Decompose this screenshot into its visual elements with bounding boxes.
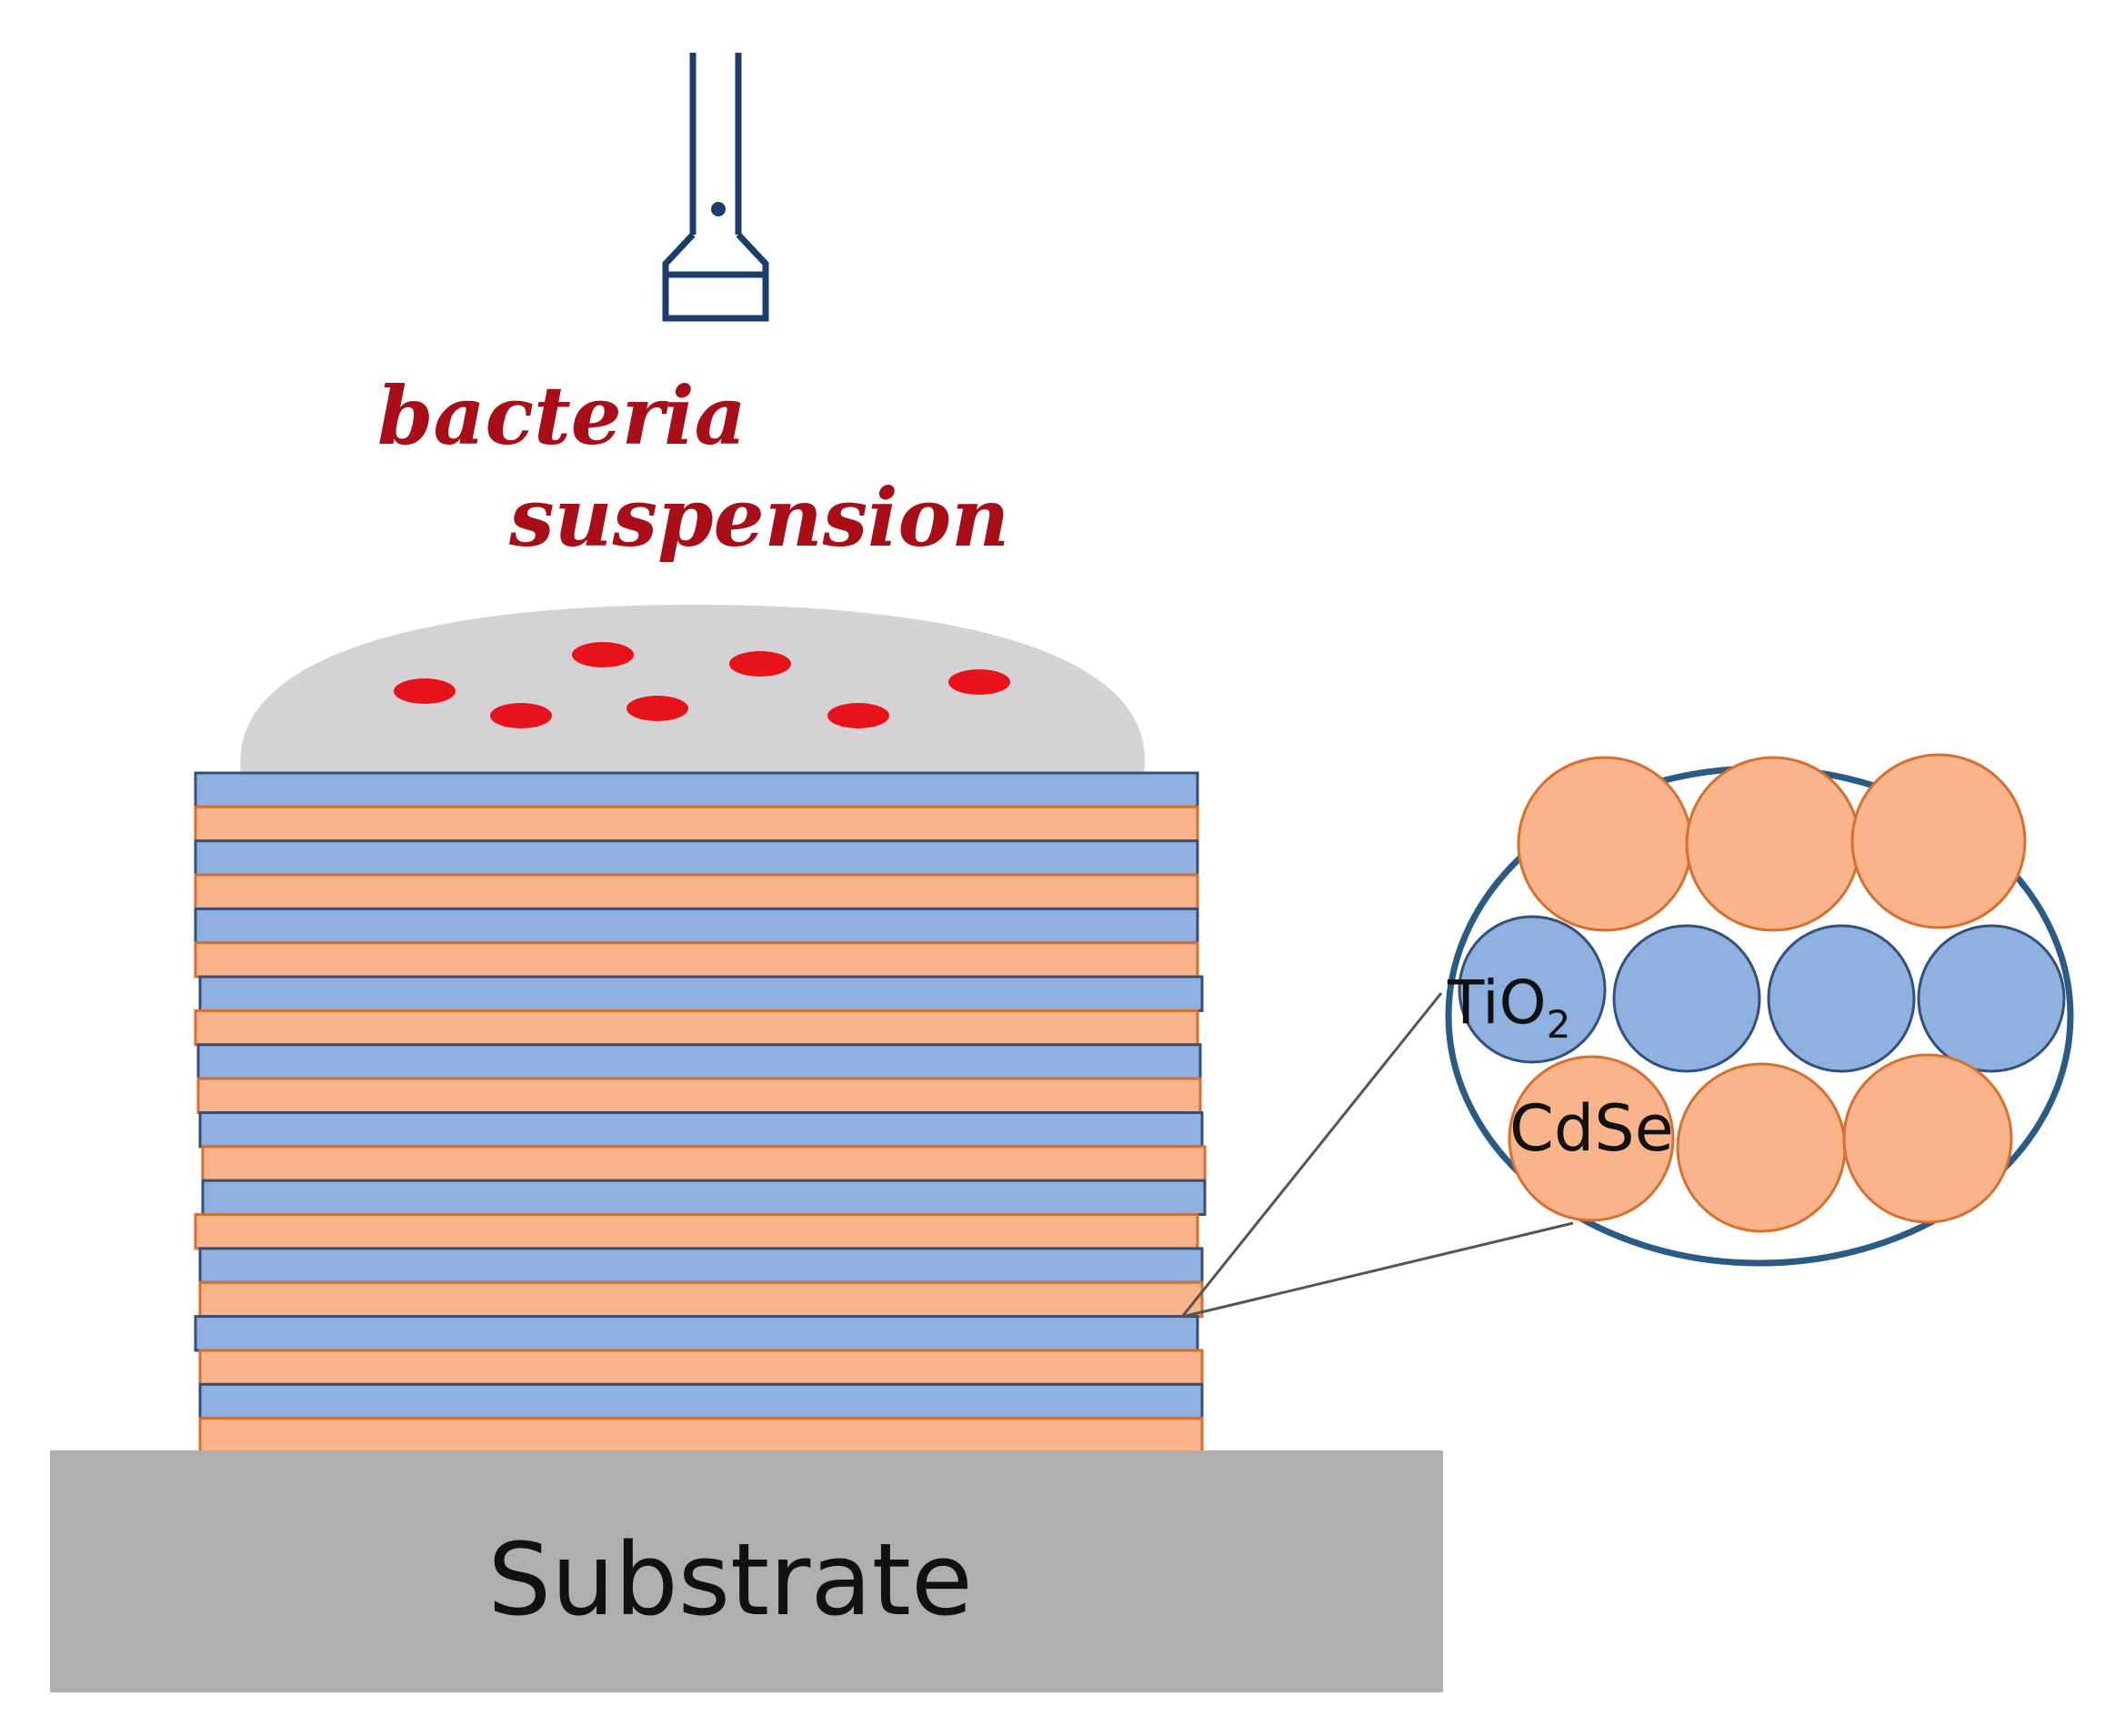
cdse-layer (194, 1213, 1199, 1250)
substrate (50, 1450, 1443, 1692)
tio2-layer (198, 975, 1204, 1012)
tio2-particle (1767, 924, 1916, 1073)
substrate-label: Substrate (487, 1521, 972, 1638)
bacterium (948, 669, 1010, 695)
cdse-layer (201, 1145, 1207, 1182)
tio2-layer (201, 1179, 1207, 1217)
layer-stack (194, 771, 1207, 1454)
zoom-inset: TiO2 CdSe (1445, 753, 2074, 1267)
cdse-layer (194, 1008, 1199, 1047)
tio2-layer (196, 1043, 1202, 1080)
suspension-label: suspension (508, 470, 1009, 565)
cdse-particle (1842, 1053, 2013, 1224)
tio2-layer (198, 1111, 1204, 1149)
bacteria-cells (394, 642, 1010, 728)
bacterium (490, 703, 552, 728)
bacterium (827, 703, 889, 728)
cdse-label: CdSe (1509, 1091, 1674, 1166)
cdse-particle (1676, 1062, 1847, 1233)
bacterium (729, 651, 791, 677)
bacterium (572, 642, 634, 667)
cdse-particle (1685, 756, 1861, 932)
zoom-line-lower (1181, 1221, 1574, 1319)
cdse-layer (198, 1280, 1204, 1319)
tio2-layer (194, 907, 1199, 945)
pipette-icon (662, 53, 769, 322)
tio2-particle (1458, 915, 1607, 1064)
tio2-particle (1612, 924, 1761, 1073)
suspension-drop (240, 605, 1145, 773)
tio2-layer (198, 1247, 1204, 1284)
tio2-layer (194, 1315, 1199, 1352)
cdse-layer (194, 873, 1199, 910)
cdse-layer (194, 941, 1199, 978)
cdse-particle (1508, 1055, 1675, 1222)
cdse-particle (1850, 753, 2027, 929)
cdse-layer (196, 1077, 1202, 1115)
tio2-label: TiO2 (1447, 968, 1570, 1047)
tio2-layer (198, 1382, 1204, 1420)
bacterium (394, 678, 456, 704)
cdse-layer (198, 1417, 1204, 1454)
cdse-particle (1517, 756, 1693, 932)
bacteria-label: bacteria (377, 368, 747, 463)
tio2-layer (194, 839, 1199, 877)
cdse-layer (194, 805, 1199, 843)
tio2-layer (194, 771, 1199, 808)
zoom-line-upper (1180, 992, 1443, 1318)
bacterium (626, 696, 688, 721)
tio2-particle (1917, 924, 2066, 1073)
cdse-layer (198, 1349, 1204, 1386)
